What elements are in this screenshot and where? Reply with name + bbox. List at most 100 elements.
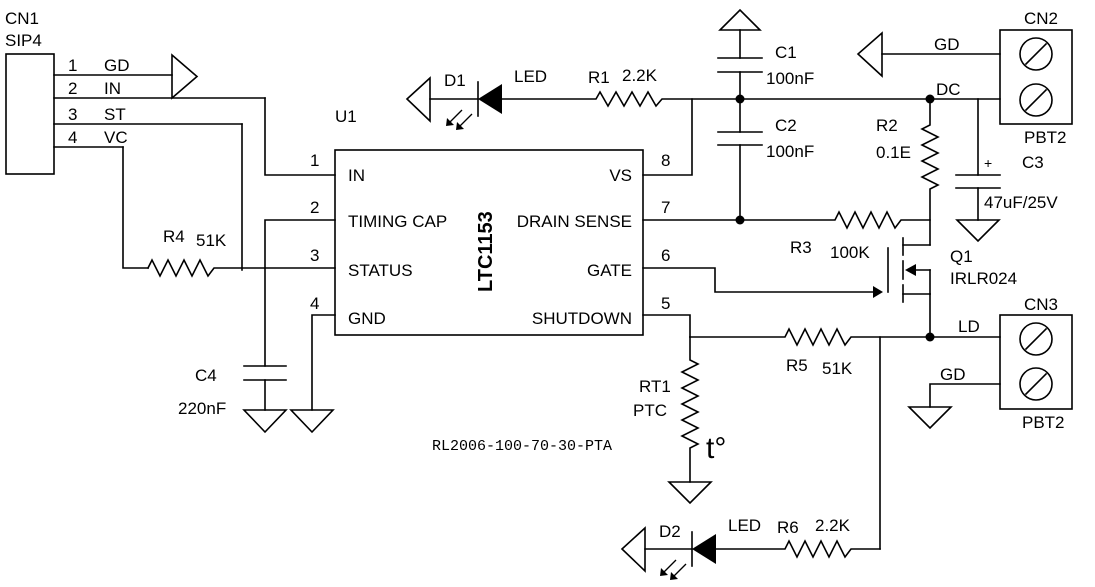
r2-value: 0.1E: [876, 143, 911, 162]
d1-ground-icon: [405, 76, 431, 123]
wire-timing-cap: [264, 219, 336, 367]
u1-pin4-name: GND: [348, 309, 386, 328]
cn3-ref: CN3: [1024, 295, 1058, 314]
wire-gnd: [311, 314, 336, 411]
cn2-connector: CN2 PBT2 GD DC: [856, 9, 1073, 147]
r6-ref: R6: [777, 518, 799, 537]
r4-resistor: R4 51K: [146, 227, 336, 278]
u1-pin2-name: TIMING CAP: [348, 212, 447, 231]
cn2-ref: CN2: [1024, 9, 1058, 28]
q1-gate-arrow: [873, 286, 883, 298]
r5-ref: R5: [786, 356, 808, 375]
c4-ground-icon: [242, 409, 288, 434]
u1-pin4-num: 4: [310, 294, 319, 313]
r2-resistor: R2 0.1E: [876, 98, 940, 246]
cn3-ground-icon: [907, 406, 953, 430]
cn1-pin1-num: 1: [68, 56, 77, 75]
wire-shutdown: [642, 314, 691, 338]
cn3-screw-1-icon: [1019, 322, 1053, 356]
r4-value: 51K: [196, 231, 227, 250]
c1-capacitor: C1 100nF: [717, 29, 814, 100]
c1-supply-icon: [718, 8, 762, 31]
d1-value: LED: [514, 67, 547, 86]
r5-zigzag: [689, 327, 1001, 347]
c3-value: 47uF/25V: [984, 193, 1058, 212]
cn1-connector: CN1 SIP4 1 GD 2 IN 3 ST 4 VC: [5, 9, 266, 175]
cn3-screw-2-slot: [1024, 372, 1048, 396]
cn1-ref: CN1: [5, 9, 39, 28]
junction-dot-ld: [925, 332, 935, 342]
q1-mosfet: Q1 IRLR024: [642, 237, 1017, 338]
cn3-body: [999, 314, 1073, 410]
r4-ref: R4: [163, 227, 185, 246]
cn2-screw-1-slot: [1024, 42, 1048, 66]
cn2-value: PBT2: [1024, 128, 1067, 147]
c2-capacitor: C2 100nF: [717, 98, 814, 221]
r6-resistor: R6 2.2K: [715, 516, 881, 559]
d2-ref: D2: [659, 522, 681, 541]
c2-ref: C2: [775, 116, 797, 135]
cn3-net-bottom: GD: [940, 365, 966, 384]
r3-zigzag: [642, 210, 931, 230]
cn1-pin1-name: GD: [104, 56, 130, 75]
d2-value: LED: [728, 516, 761, 535]
u1-pin8-name: VS: [609, 166, 632, 185]
cn3-value: PBT2: [1022, 413, 1065, 432]
c3-ground-icon: [955, 219, 1001, 243]
d1-arrowhead-2: [456, 122, 464, 130]
rt1-temp-icon: t°: [706, 432, 726, 465]
r1-resistor: R1 2.2K: [501, 66, 931, 108]
cn3-connector: CN3 PBT2 LD GD: [907, 295, 1073, 432]
r5-value: 51K: [822, 359, 853, 378]
rt1-ref: RT1: [639, 377, 671, 396]
cn2-screw-2-icon: [1019, 83, 1053, 117]
wire-in: [264, 97, 336, 176]
u1-pin7-num: 7: [661, 198, 670, 217]
u1-pin2-num: 2: [310, 198, 319, 217]
d1-arrowhead-1: [446, 118, 454, 126]
u1-body: [334, 149, 644, 336]
rt1-ground-icon: [667, 481, 713, 505]
cn1-ground-icon: [171, 53, 199, 100]
r3-value: 100K: [830, 243, 870, 262]
r3-resistor: R3 100K: [642, 210, 931, 262]
c3-ref: C3: [1022, 153, 1044, 172]
cn3-net-top: LD: [958, 317, 980, 336]
cn3-screw-1-slot: [1024, 327, 1048, 351]
u1-part-number: LTC1153: [475, 211, 497, 292]
q1-value: IRLR024: [950, 269, 1017, 288]
u1-pin5-name: SHUTDOWN: [532, 309, 632, 328]
c4-capacitor: C4 220nF: [178, 365, 287, 418]
u1-pin8-num: 8: [661, 151, 670, 170]
u1-pin7-name: DRAIN SENSE: [517, 212, 632, 231]
r6-zigzag: [715, 539, 881, 559]
rt1-zigzag: [680, 336, 700, 483]
d2-ground-icon: [620, 526, 646, 573]
d1-ref: D1: [444, 71, 466, 90]
r1-zigzag: [501, 90, 931, 108]
u1-pin3-name: STATUS: [348, 261, 413, 280]
r5-resistor: R5 51K: [689, 327, 1001, 378]
u1-pin3-num: 3: [310, 246, 319, 265]
q1-ref: Q1: [950, 247, 973, 266]
q1-body-arrow: [905, 264, 916, 276]
r6-value: 2.2K: [815, 516, 851, 535]
r2-zigzag: [920, 98, 940, 246]
d1-led: D1 LED: [405, 67, 547, 130]
c4-ref: C4: [195, 366, 217, 385]
r4-zigzag: [146, 258, 336, 278]
rt1-part-number: RL2006-100-70-30-PTA: [432, 438, 612, 455]
cn2-screw-2-slot: [1024, 88, 1048, 112]
junction-dot-c1: [735, 94, 745, 104]
wire-gate: [642, 267, 876, 293]
u1-ic: U1 LTC1153 IN TIMING CAP STATUS GND 1 2 …: [310, 107, 670, 336]
d2-diode-triangle: [692, 534, 716, 564]
c4-value: 220nF: [178, 399, 226, 418]
u1-pin5-num: 5: [661, 294, 670, 313]
cn2-screw-1-icon: [1019, 37, 1053, 71]
cn1-pin2-name: IN: [104, 79, 121, 98]
wire-vc: [122, 146, 149, 269]
cn1-value: SIP4: [5, 31, 42, 50]
c3-capacitor: + C3 47uF/25V: [929, 98, 1058, 221]
